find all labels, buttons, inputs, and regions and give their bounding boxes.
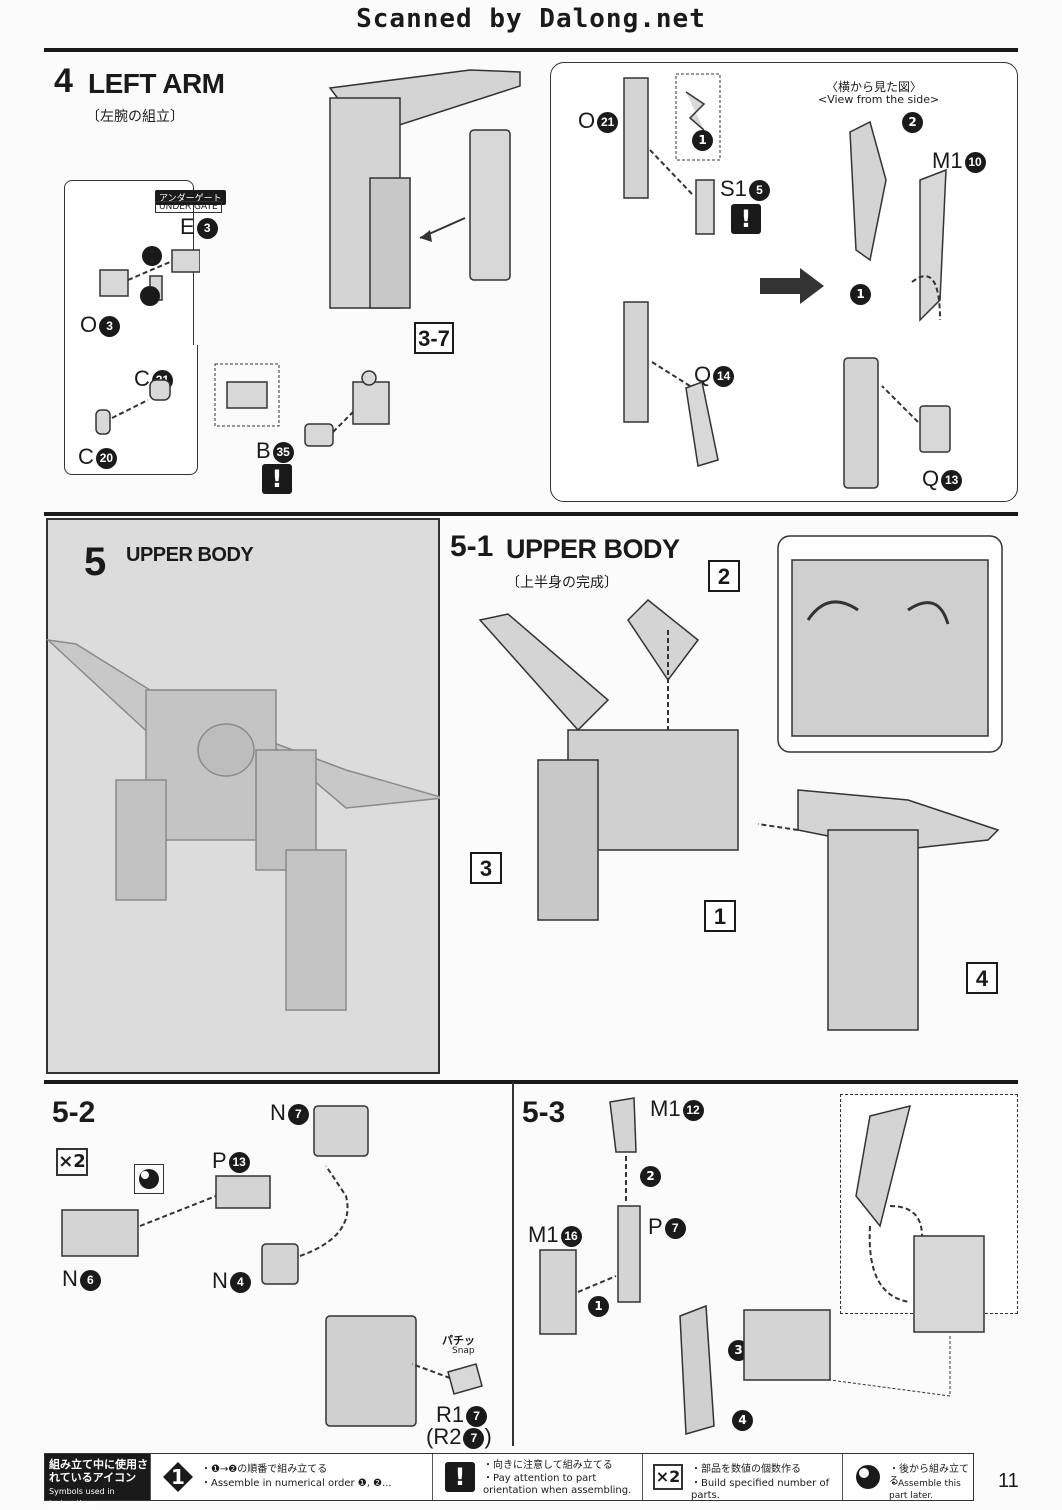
step4-number: 4 bbox=[54, 62, 73, 100]
legend-orientation-en: ・Pay attention to part orientation when … bbox=[483, 1473, 632, 1496]
order-2-icon: 2 bbox=[902, 112, 923, 133]
under-gate-en: UNDER GATE bbox=[155, 201, 222, 213]
step5-title: UPPER BODY bbox=[126, 544, 254, 566]
legend-orientation-cell: ! ・向きに注意して組み立てる ・Pay attention to part o… bbox=[433, 1454, 643, 1500]
upper-body-assembly-drawing bbox=[478, 535, 1003, 1031]
step4-detail-panel-bottom bbox=[64, 345, 198, 475]
legend-multiply-en: ・Build specified number of parts. bbox=[691, 1478, 830, 1501]
mid-rule-1 bbox=[44, 512, 1018, 516]
snap-en: Snap bbox=[452, 1346, 475, 1356]
order-4-icon-53: 4 bbox=[732, 1410, 753, 1431]
ref-box-1: 1 bbox=[704, 900, 736, 932]
legend-multiply-jp: ・部品を数値の個数作る bbox=[691, 1464, 801, 1475]
legend-order-cell: 1 ・❶→❷の順番で組み立てる ・Assemble in numerical o… bbox=[151, 1454, 433, 1500]
scan-credit: Scanned by Dalong.net bbox=[356, 4, 706, 34]
legend-later-jp: ・後から組み立てる bbox=[889, 1464, 969, 1487]
ref-box-3: 3 bbox=[470, 852, 502, 884]
multiply-icon: ×2 bbox=[653, 1464, 683, 1490]
step4-subtitle: 〔左腕の組立〕 bbox=[86, 109, 184, 125]
step5-1-title: UPPER BODY bbox=[506, 534, 680, 564]
step4-hand-parts-drawing bbox=[214, 363, 390, 447]
symbols-legend: 組み立て中に使用されているアイコン Symbols used in instru… bbox=[44, 1453, 974, 1508]
multiplier-x2-badge: ×2 bbox=[56, 1148, 88, 1176]
step5-3-drawings bbox=[539, 1097, 985, 1435]
orientation-warning-icon: ! bbox=[445, 1462, 475, 1492]
warning-icon: ! bbox=[262, 464, 292, 494]
ref-box-2: 2 bbox=[708, 560, 740, 592]
step5-number: 5 bbox=[84, 540, 107, 584]
legend-title-jp: 組み立て中に使用されているアイコン bbox=[49, 1458, 148, 1484]
ref-box-4: 4 bbox=[966, 962, 998, 994]
assemble-later-legend-icon bbox=[853, 1462, 883, 1492]
step4-title: LEFT ARM bbox=[88, 68, 225, 99]
warning-icon-2: ! bbox=[731, 204, 761, 234]
side-view-en: <View from the side> bbox=[818, 93, 940, 106]
top-rule bbox=[44, 48, 1018, 52]
legend-multiply-cell: ×2 ・部品を数値の個数作る ・Build specified number o… bbox=[643, 1454, 843, 1501]
order-1-icon: 1 bbox=[692, 130, 713, 151]
step5-1-subtitle: 〔上半身の完成〕 bbox=[506, 575, 618, 591]
legend-title-cell: 組み立て中に使用されているアイコン Symbols used in instru… bbox=[45, 1454, 151, 1508]
ref-box-3-7: 3-7 bbox=[414, 322, 454, 354]
side-view-jp: 〈横から見た図〉 bbox=[826, 80, 923, 94]
vertical-divider bbox=[512, 1082, 514, 1446]
order-2-icon-53: 2 bbox=[640, 1166, 661, 1187]
order-1-icon-53: 1 bbox=[588, 1296, 609, 1317]
order-number-icon: 1 bbox=[163, 1462, 193, 1492]
page-number: 11 bbox=[998, 1470, 1019, 1492]
left-arm-assembly-drawing bbox=[328, 69, 521, 309]
step4-right-drawings bbox=[623, 73, 951, 489]
order-1b-icon: 1 bbox=[850, 284, 871, 305]
assemble-later-icon bbox=[134, 1164, 164, 1194]
mid-rule-2 bbox=[44, 1080, 1018, 1084]
legend-orientation-jp: ・向きに注意して組み立てる bbox=[483, 1460, 613, 1471]
step5-2-number: 5-2 bbox=[52, 1096, 96, 1129]
legend-later-en: ・Assemble this part later. bbox=[889, 1479, 961, 1501]
step5-2-drawings bbox=[61, 1105, 483, 1427]
step5-1-number: 5-1 bbox=[450, 530, 494, 563]
step4-small-parts-drawing bbox=[95, 246, 200, 435]
legend-order-jp: ・❶→❷の順番で組み立てる bbox=[201, 1464, 328, 1475]
step5-3-number: 5-3 bbox=[522, 1096, 566, 1129]
snap-jp: パチッ bbox=[442, 1334, 475, 1347]
legend-order-en: ・Assemble in numerical order ❶, ❷... bbox=[201, 1478, 392, 1489]
legend-title-en: Symbols used in instructions bbox=[49, 1487, 115, 1508]
legend-later-cell: ・後から組み立てる ・Assemble this part later. bbox=[843, 1454, 973, 1501]
upper-body-overview-drawing bbox=[46, 638, 440, 1011]
